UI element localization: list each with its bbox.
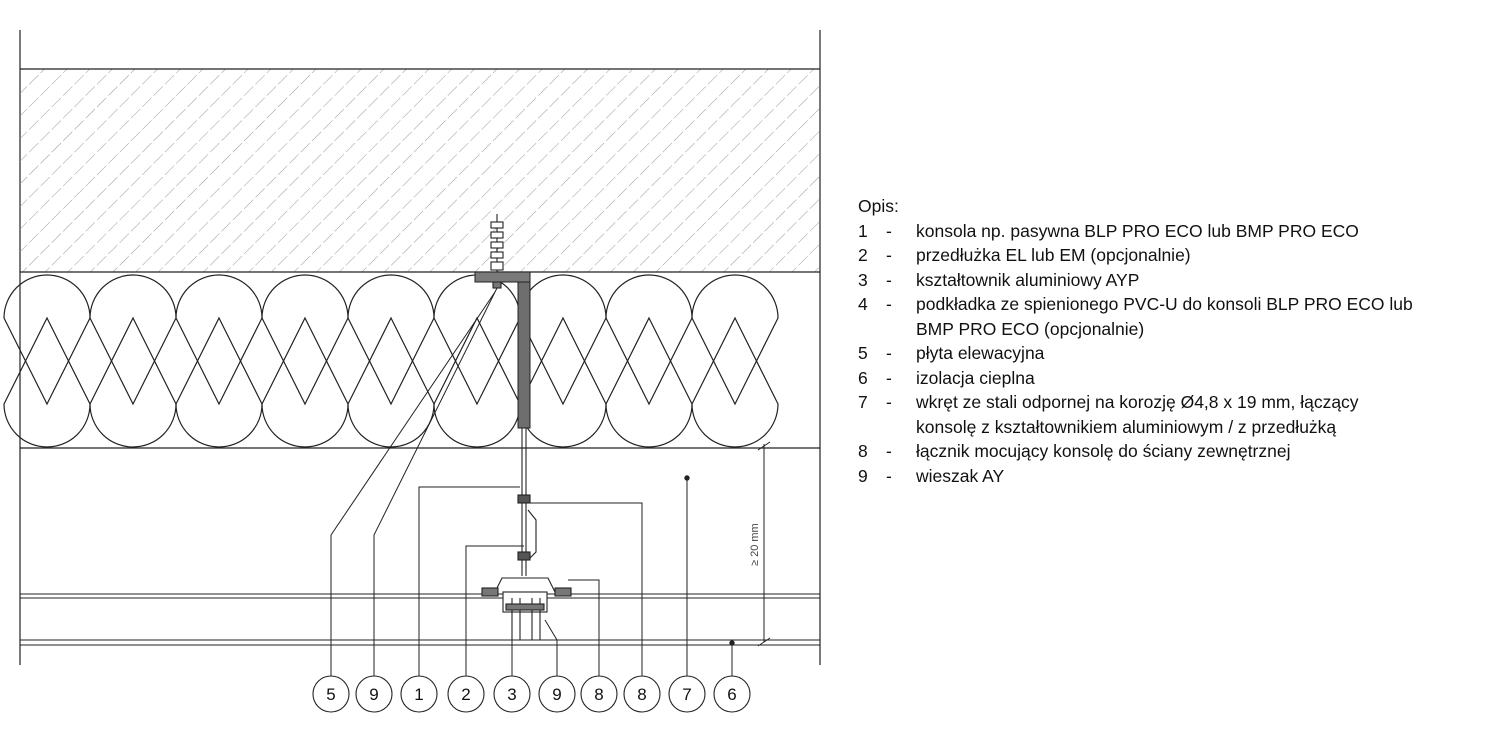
legend-item-number: 7 [858, 392, 868, 412]
callout-bubble: 3 [493, 675, 531, 713]
callout-number: 2 [461, 685, 470, 704]
callout-circle [713, 675, 751, 713]
legend-item-text: wkręt ze stali odpornej na korozję Ø4,8 … [916, 392, 1359, 437]
callout-bubble: 5 [312, 675, 350, 713]
insulation-lobe [519, 316, 607, 448]
insulation-lobe [3, 274, 91, 406]
callout-number: 7 [682, 685, 691, 704]
callout-number: 8 [637, 685, 646, 704]
insulation-lobe [691, 274, 779, 406]
insulation-lobe [3, 316, 91, 448]
legend-item-text: wieszak AY [916, 465, 1005, 486]
legend-item-number: 9 [858, 465, 868, 486]
insulation-lobe [605, 274, 693, 406]
legend-item-text: łącznik mocujący konsolę do ściany zewnę… [916, 441, 1291, 461]
insulation-lobe [347, 274, 435, 406]
insulation-lobe [89, 316, 177, 448]
legend: Opis: 1-konsola np. pasywna BLP PRO ECO … [858, 194, 1504, 488]
legend-item-dash: - [886, 269, 892, 290]
insulation-lobe [433, 316, 521, 448]
callout-circle [580, 675, 618, 713]
legend-item-text: płyta elewacyjna [916, 343, 1045, 363]
legend-item-number: 4 [858, 294, 868, 314]
legend-item-number: 5 [858, 343, 868, 363]
insulation-lobe [261, 274, 349, 406]
legend-item: 4- podkładka ze spienionego PVC-U do kons… [858, 292, 1504, 341]
insulation-lobe [519, 274, 607, 406]
callout-number: 5 [326, 685, 335, 704]
insulation-lobe [691, 316, 779, 448]
legend-item-number: 1 [858, 220, 868, 241]
legend-item-dash: - [886, 465, 892, 486]
callout-bubble: 6 [713, 675, 751, 713]
insulation-lobe [175, 316, 263, 448]
legend-item-number: 3 [858, 269, 868, 290]
wall-bracket [474, 271, 531, 429]
legend-item-dash: - [886, 220, 892, 241]
callout-number: 1 [414, 685, 423, 704]
callout-bubble: 7 [668, 675, 706, 713]
insulation-lobe [261, 316, 349, 448]
callout-number: 8 [594, 685, 603, 704]
callout-bubble: 9 [538, 675, 576, 713]
callout-number: 9 [369, 685, 378, 704]
dimension-label: ≥ 20 mm [749, 523, 761, 566]
callout-circle [668, 675, 706, 713]
hanger [517, 428, 537, 576]
legend-item-dash: - [886, 441, 892, 461]
insulation-lobe [89, 274, 177, 406]
legend-item: 3- kształtownik aluminiowy AYP [858, 268, 1504, 293]
section-drawing: ≥ 20 mm 5 9 1 2 3 9 8 8 7 6 [3, 30, 821, 713]
legend-item-number: 2 [858, 245, 868, 265]
facade-layers [20, 593, 820, 646]
callout-circle [623, 675, 661, 713]
legend-item-number: 8 [858, 441, 868, 461]
legend-item: 5- płyta elewacyjna [858, 341, 1504, 366]
legend-item: 6- izolacja cieplna [858, 366, 1504, 391]
insulation-lobe [605, 316, 693, 448]
callout-bubble: 2 [447, 675, 485, 713]
callout-bubble: 8 [580, 675, 618, 713]
callout-circle [400, 675, 438, 713]
legend-item-text: przedłużka EL lub EM (opcjonalnie) [916, 245, 1191, 265]
callout-bubble: 1 [400, 675, 438, 713]
legend-list: 1-konsola np. pasywna BLP PRO ECO lub BM… [858, 219, 1504, 489]
legend-item-number: 6 [858, 367, 868, 388]
callout-bubble: 9 [355, 675, 393, 713]
callout-row: 5 9 1 2 3 9 8 8 7 6 [312, 675, 751, 713]
callout-circle [355, 675, 393, 713]
legend-item-dash: - [886, 245, 892, 265]
dimension-gap [757, 441, 771, 647]
legend-item: 7- wkręt ze stali odpornej na korozję Ø4,… [858, 390, 1504, 439]
aluminium-profile [481, 577, 572, 640]
insulation-lobe [433, 274, 521, 406]
thermal-insulation [3, 274, 820, 449]
callout-circle [493, 675, 531, 713]
legend-item-dash: - [886, 343, 892, 363]
legend-item-text: konsola np. pasywna BLP PRO ECO lub BMP … [916, 220, 1359, 241]
insulation-lobe [347, 316, 435, 448]
callout-number: 6 [727, 685, 736, 704]
leader-lines [330, 287, 735, 680]
legend-item-dash: - [886, 367, 892, 388]
legend-item-text: izolacja cieplna [916, 367, 1035, 388]
legend-item-dash: - [886, 294, 892, 314]
callout-number: 3 [507, 685, 516, 704]
legend-item-text: podkładka ze spienionego PVC-U do konsol… [916, 294, 1413, 339]
legend-item-dash: - [886, 392, 892, 412]
callout-circle [447, 675, 485, 713]
insulation-lobe [175, 274, 263, 406]
callout-circle [538, 675, 576, 713]
masonry-wall [20, 68, 820, 273]
legend-item: 8- łącznik mocujący konsolę do ściany zew… [858, 439, 1504, 464]
legend-item: 1- konsola np. pasywna BLP PRO ECO lub BM… [858, 219, 1504, 244]
legend-title: Opis: [858, 196, 899, 216]
callout-bubble: 8 [623, 675, 661, 713]
callout-number: 9 [552, 685, 561, 704]
callout-circle [312, 675, 350, 713]
legend-item: 2- przedłużka EL lub EM (opcjonalnie) [858, 243, 1504, 268]
legend-item: 9- wieszak AY [858, 464, 1504, 489]
legend-item-text: kształtownik aluminiowy AYP [916, 269, 1140, 290]
